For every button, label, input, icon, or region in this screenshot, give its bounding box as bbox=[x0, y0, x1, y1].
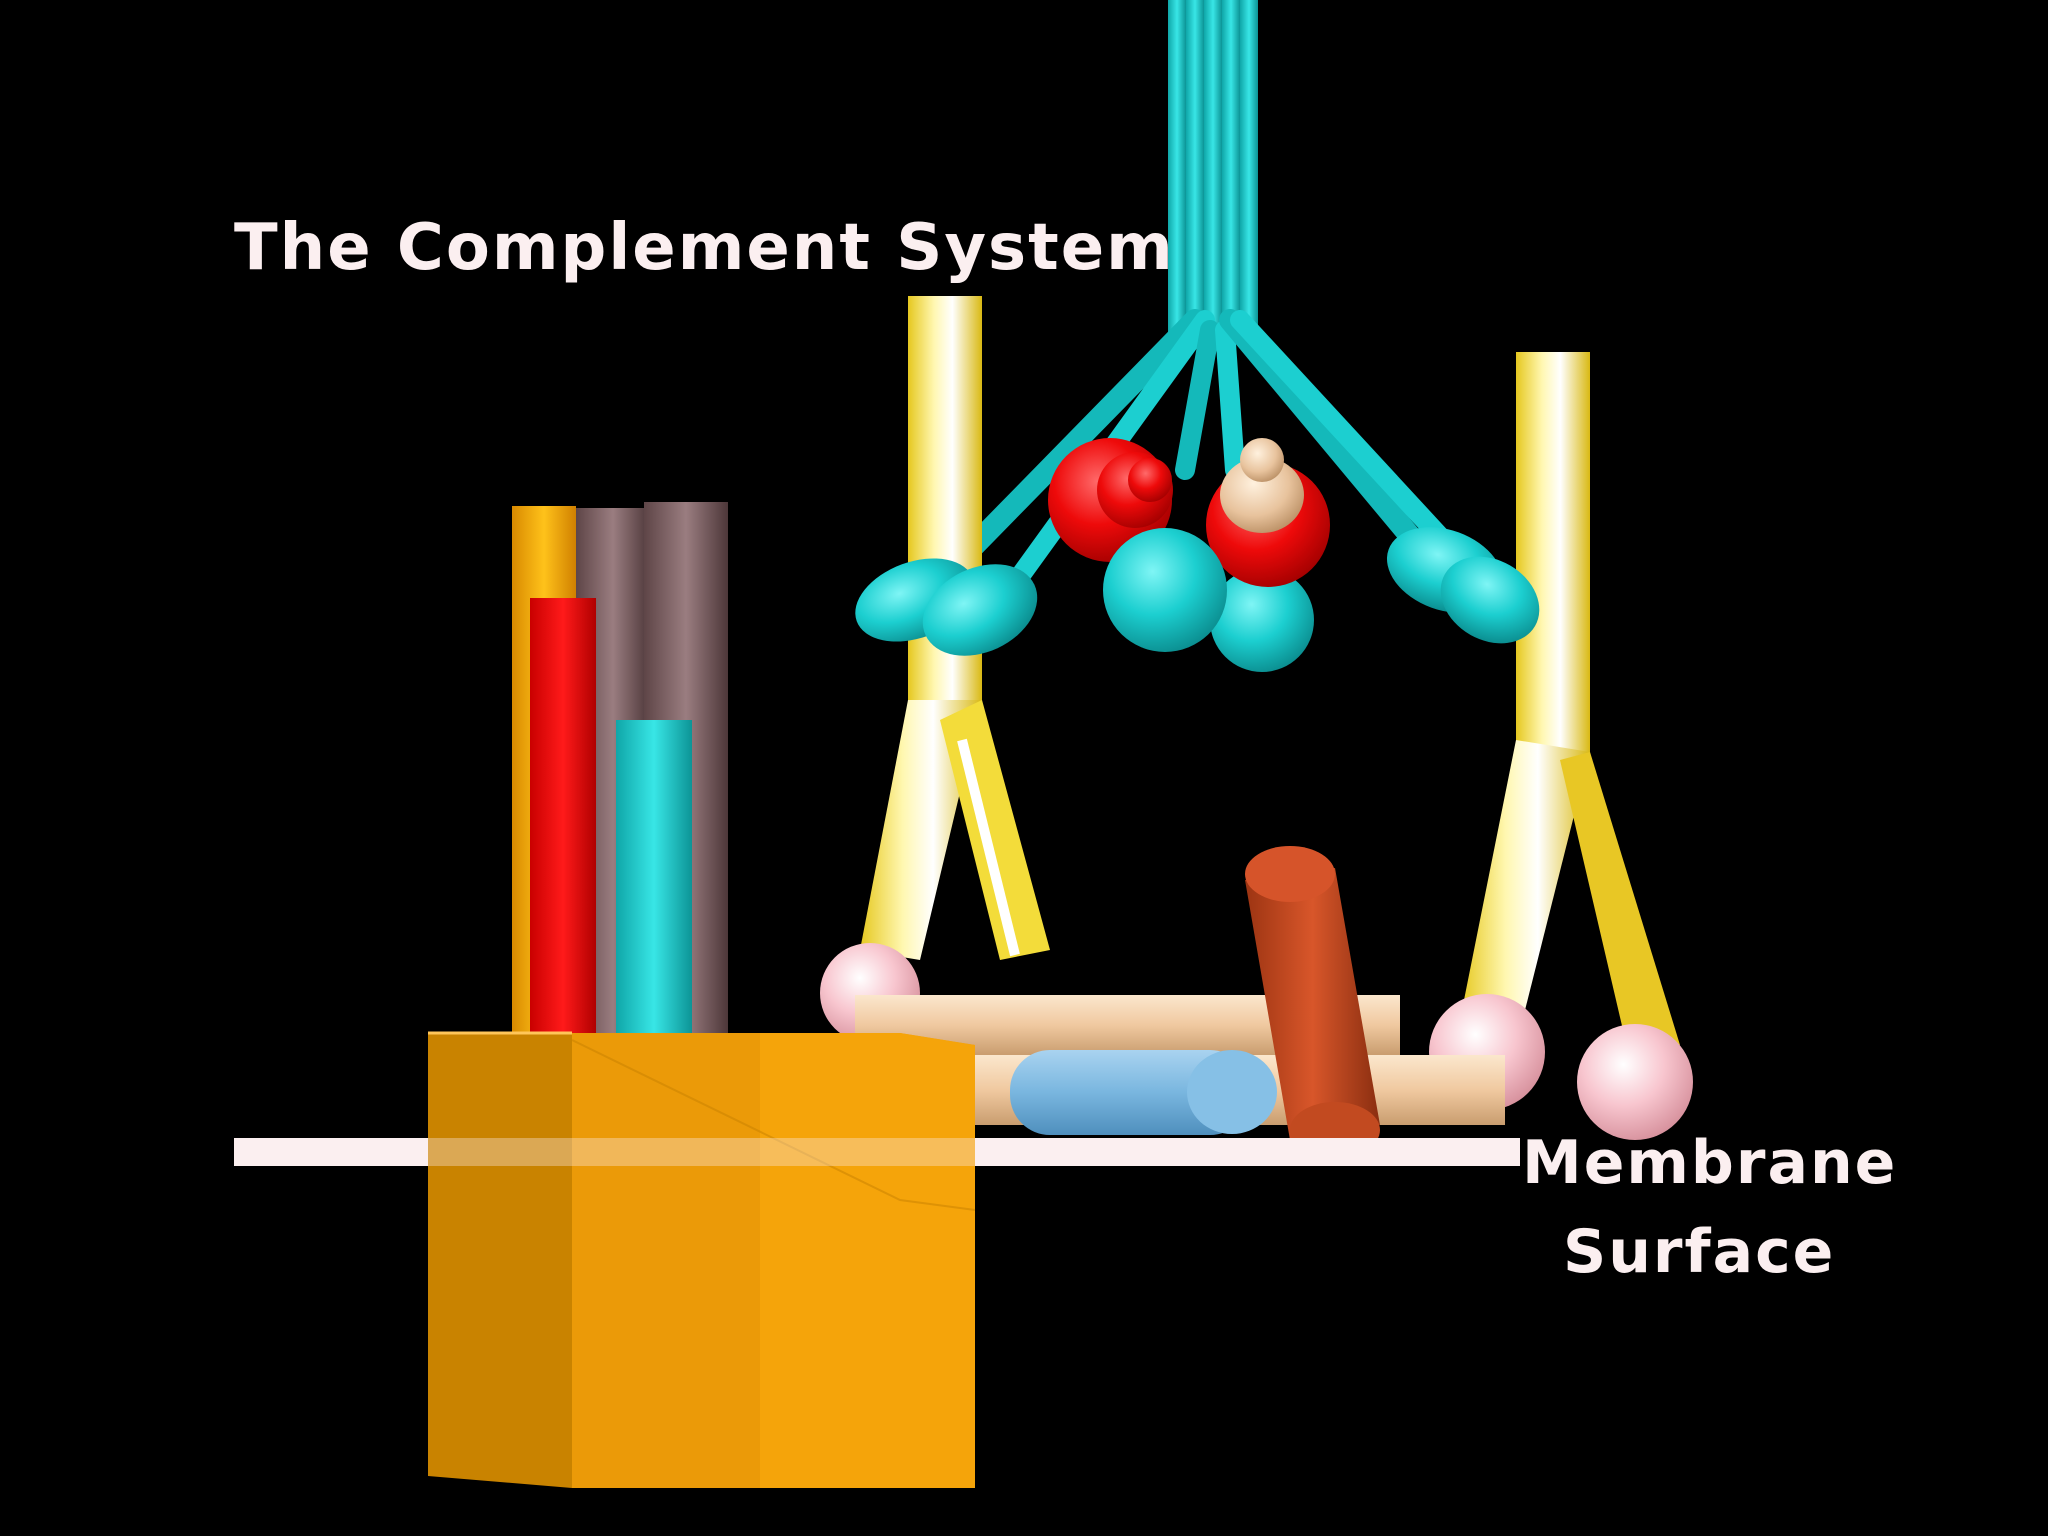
diagram-title: The Complement System bbox=[234, 211, 1175, 285]
mac-pore bbox=[428, 1031, 976, 1488]
membrane-front-segment bbox=[428, 1138, 975, 1166]
membrane-label-line2: Surface bbox=[1563, 1217, 1836, 1287]
mac-rods bbox=[512, 502, 728, 1040]
membrane-label-line1: Membrane bbox=[1522, 1128, 1898, 1198]
c1q-heads bbox=[855, 527, 1540, 672]
membrane-bound-rods bbox=[855, 846, 1505, 1158]
c1r-c1s-complex bbox=[1048, 438, 1330, 652]
antibody-right bbox=[1460, 352, 1680, 1060]
